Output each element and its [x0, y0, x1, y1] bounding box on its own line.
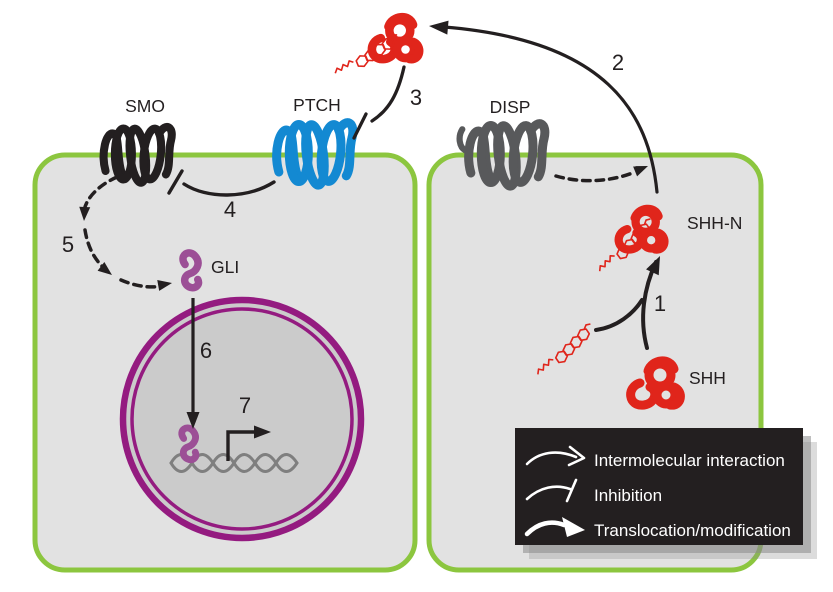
ptch-label: PTCH — [293, 95, 341, 115]
arrow-4-inhibition-of-smo — [167, 169, 276, 197]
shh-secreted-protein-icon — [372, 17, 419, 59]
arrow-2-secretion — [429, 20, 659, 194]
shh-label: SHH — [689, 368, 726, 388]
nucleus-inner-ring — [130, 307, 354, 531]
step-number-5: 5 — [62, 232, 74, 257]
arrow-4-inhibition-bar — [167, 169, 184, 195]
disp-label: DISP — [490, 97, 531, 117]
arrow-5-head-a — [79, 206, 91, 221]
legend-arrow-translocation-icon — [524, 520, 567, 537]
legend: Intermolecular interaction Inhibition Tr… — [515, 428, 817, 559]
arrow-5-head-b — [97, 262, 112, 275]
step-number-6: 6 — [200, 338, 212, 363]
step-number-4: 4 — [224, 197, 236, 222]
step-number-2: 2 — [612, 50, 624, 75]
arrow-7-transcription-start — [226, 425, 271, 461]
gli-label: GLI — [211, 257, 239, 277]
arrow-6-nuclear-translocation — [186, 298, 200, 429]
legend-arrow-translocation-head — [562, 517, 585, 537]
legend-item-inhibition-label: Inhibition — [594, 486, 662, 505]
disp-release-arrow-head — [632, 166, 648, 177]
disp-protein-icon — [456, 124, 545, 187]
arrow-1-head — [646, 256, 660, 276]
arrow-7-head — [254, 425, 271, 439]
legend-item-translocation-label: Translocation/modification — [594, 521, 791, 540]
step-number-1: 1 — [654, 291, 666, 316]
arrow-5-signal-relay — [79, 175, 172, 291]
legend-item-interaction-label: Intermolecular interaction — [594, 451, 785, 470]
nucleus-outer-ring — [119, 296, 365, 542]
legend-arrow-interaction-icon — [525, 445, 586, 467]
step-number-7: 7 — [239, 393, 251, 418]
arrow-6-head — [186, 412, 200, 429]
disp-release-arrow — [554, 166, 648, 183]
arrow-3-inhibition-of-ptch — [352, 65, 406, 140]
arrow-3-inhibition-bar — [352, 112, 368, 140]
arrow-2-head — [429, 20, 449, 35]
arrow-5-head-c — [157, 280, 172, 291]
nucleus — [119, 296, 365, 542]
legend-arrow-inhibition-icon — [525, 478, 578, 503]
shhn-label: SHH-N — [687, 213, 742, 233]
smo-label: SMO — [125, 96, 165, 116]
step-number-3: 3 — [410, 85, 422, 110]
arrow-1-cleavage — [594, 256, 660, 350]
